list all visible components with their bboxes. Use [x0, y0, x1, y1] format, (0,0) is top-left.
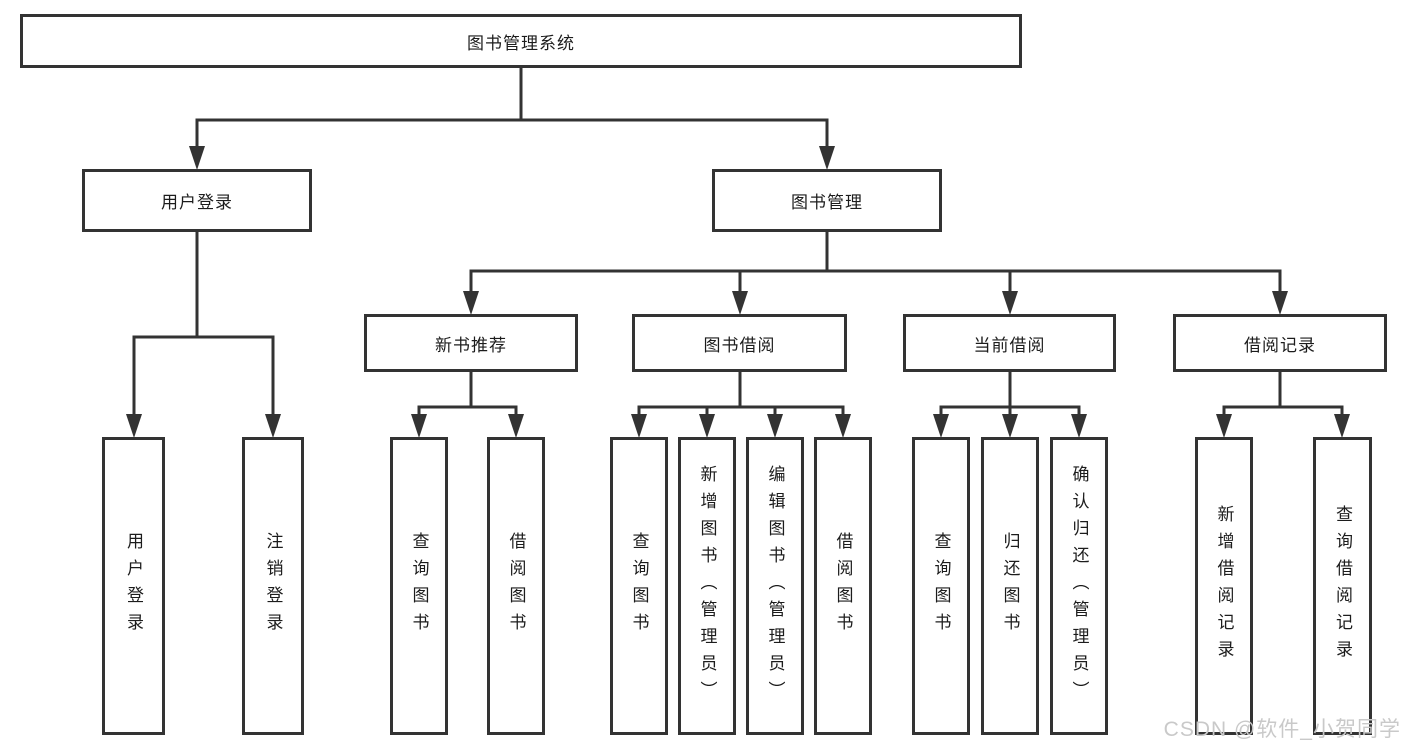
leaf-borrow-query-book: 查询图书 — [610, 437, 668, 735]
leaf-record-add-borrow-record: 新增借阅记录 — [1195, 437, 1253, 735]
leaf-borrow-edit-book-admin: 编辑图书（管理员） — [746, 437, 804, 735]
leaf-current-query-book: 查询图书 — [912, 437, 970, 735]
node-root-system: 图书管理系统 — [20, 14, 1022, 68]
leaf-user-login: 用户登录 — [102, 437, 165, 735]
node-user-login: 用户登录 — [82, 169, 312, 232]
node-book-borrow: 图书借阅 — [632, 314, 847, 372]
csdn-watermark: CSDN @软件_小贺同学 — [1163, 718, 1401, 741]
leaf-record-query-borrow-record: 查询借阅记录 — [1313, 437, 1372, 735]
leaf-current-confirm-return-admin: 确认归还（管理员） — [1050, 437, 1108, 735]
leaf-recommend-query-book: 查询图书 — [390, 437, 448, 735]
leaf-current-return-book: 归还图书 — [981, 437, 1039, 735]
leaf-recommend-borrow-book: 借阅图书 — [487, 437, 545, 735]
node-borrow-record: 借阅记录 — [1173, 314, 1387, 372]
node-current-borrow: 当前借阅 — [903, 314, 1116, 372]
node-new-book-recommend: 新书推荐 — [364, 314, 578, 372]
node-book-management: 图书管理 — [712, 169, 942, 232]
leaf-borrow-add-book-admin: 新增图书（管理员） — [678, 437, 736, 735]
leaf-logout: 注销登录 — [242, 437, 304, 735]
leaf-borrow-borrow-book: 借阅图书 — [814, 437, 872, 735]
